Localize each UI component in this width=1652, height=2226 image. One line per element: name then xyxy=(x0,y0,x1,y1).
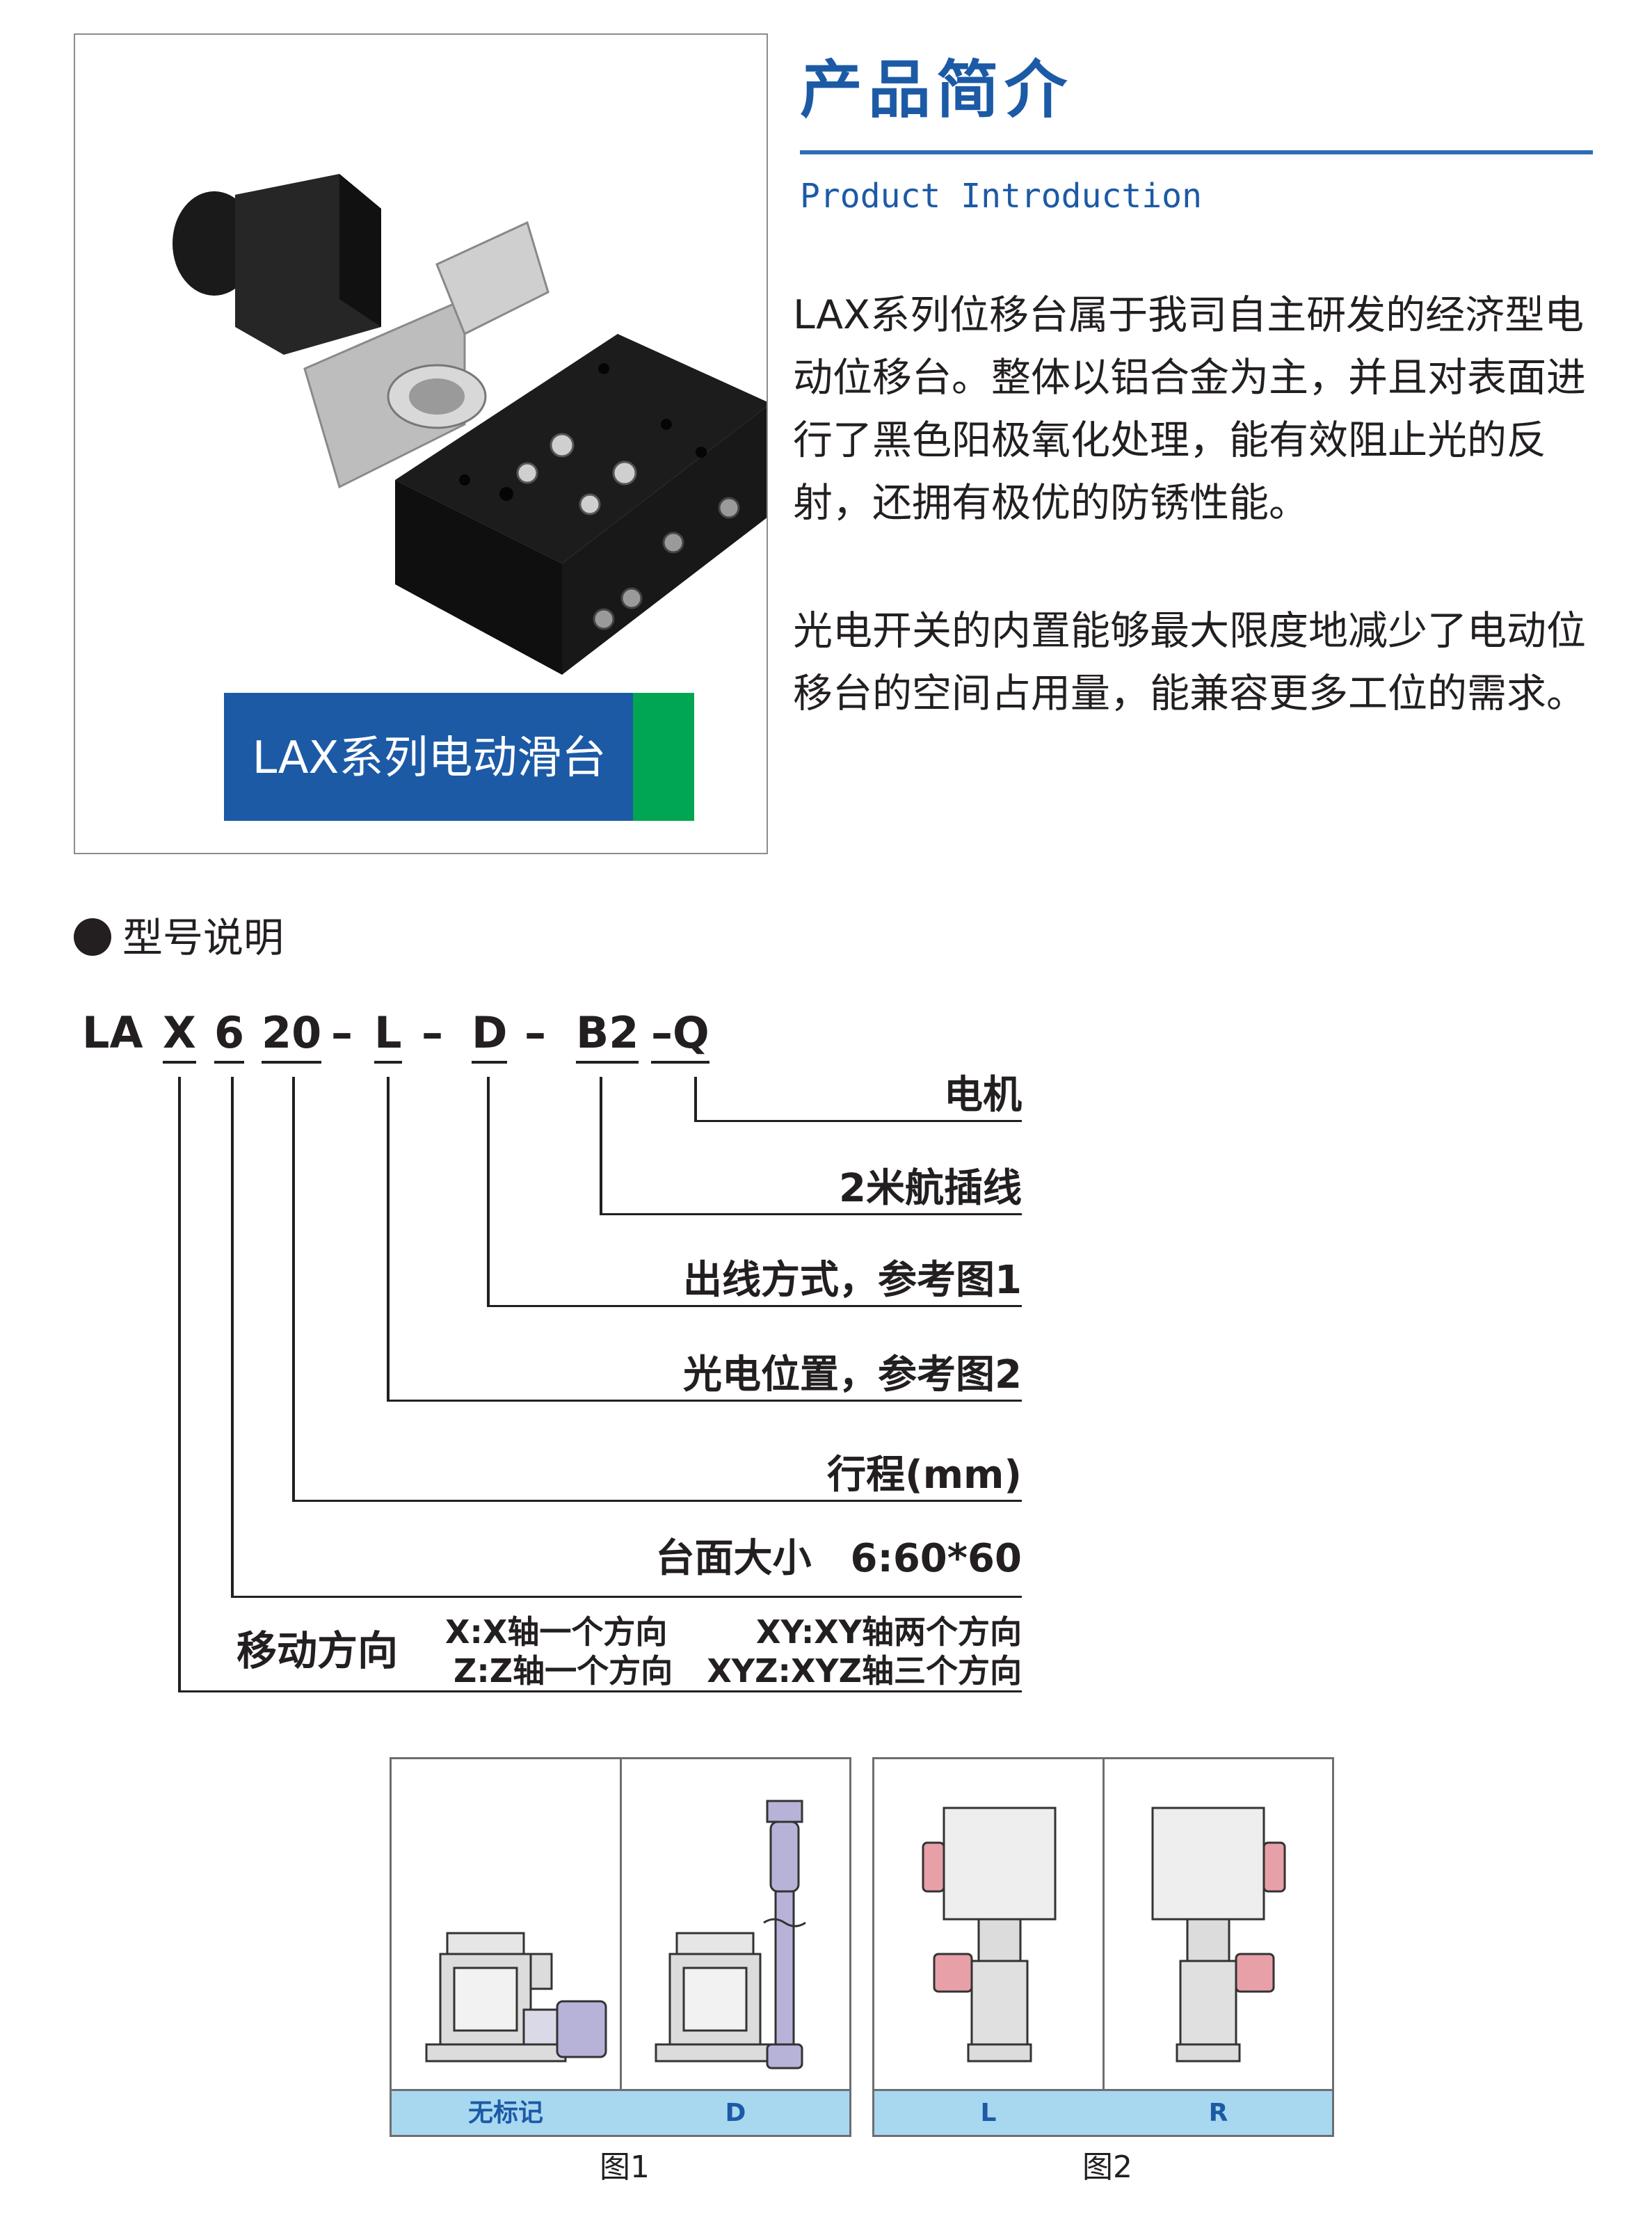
figure-label: L xyxy=(980,2099,997,2127)
tree-line xyxy=(231,1596,1022,1598)
label-direction: 移动方向 xyxy=(236,1627,399,1674)
label-table-size: 台面大小 6:60*60 xyxy=(655,1536,1022,1581)
figure-label: D xyxy=(725,2099,746,2127)
figure-1-caption: 图1 xyxy=(600,2149,650,2185)
code-segment: L xyxy=(374,1005,402,1064)
tree-line xyxy=(387,1400,1022,1402)
tree-line xyxy=(694,1077,697,1121)
code-separator: – xyxy=(331,1007,353,1058)
intro-title: 产品简介 xyxy=(800,54,1073,127)
label-stroke: 行程(mm) xyxy=(827,1452,1022,1498)
code-separator: – xyxy=(422,1007,443,1058)
code-segment: 6 xyxy=(214,1005,245,1064)
label-outlet: 出线方式，参考图1 xyxy=(683,1258,1022,1303)
tree-line xyxy=(292,1500,1022,1502)
intro-subtitle: Product Introduction xyxy=(800,177,1202,216)
label-sensor: 光电位置，参考图2 xyxy=(683,1352,1022,1398)
label-cable: 2米航插线 xyxy=(839,1166,1022,1211)
code-segment: X xyxy=(163,1005,196,1064)
label-motor: 电机 xyxy=(944,1073,1022,1118)
figure-label: 无标记 xyxy=(467,2099,543,2127)
direction-xyz: XYZ:XYZ轴三个方向 xyxy=(707,1652,1022,1690)
tree-line xyxy=(487,1077,490,1306)
tree-line xyxy=(178,1690,1022,1692)
intro-paragraph: 光电开关的内置能够最大限度地减少了电动位移台的空间占用量，能兼容更多工位的需求。 xyxy=(793,608,1586,716)
figure-2: L R xyxy=(872,1757,1334,2137)
intro-divider xyxy=(800,150,1593,154)
tree-line xyxy=(231,1077,234,1597)
intro-paragraph: LAX系列位移台属于我司自主研发的经济型电动位移台。整体以铝合金为主，并且对表面… xyxy=(793,292,1586,526)
code-segment: B2 xyxy=(576,1005,639,1064)
tree-line xyxy=(387,1077,390,1401)
figure-label: R xyxy=(1208,2099,1228,2127)
tree-line xyxy=(600,1213,1022,1215)
product-photo xyxy=(173,174,767,675)
code-segment: D xyxy=(472,1005,508,1064)
direction-x: X:X轴一个方向 xyxy=(445,1613,668,1651)
code-segment: 20 xyxy=(262,1005,322,1064)
code-separator: – xyxy=(524,1007,546,1058)
caption-accent xyxy=(633,693,694,821)
product-caption: LAX系列电动滑台 xyxy=(252,732,607,784)
figure-2-label-bar: L R xyxy=(874,2089,1332,2135)
code-segment: LA xyxy=(82,1007,143,1058)
model-heading: 型号说明 xyxy=(122,914,284,961)
tree-line xyxy=(694,1120,1022,1122)
figure-2-caption: 图2 xyxy=(1082,2149,1132,2185)
tree-line xyxy=(292,1077,295,1501)
outlet-diagram xyxy=(425,1800,806,2069)
figure-1-label-bar: 无标记 D xyxy=(392,2089,849,2135)
sensor-diagram xyxy=(922,1807,1286,2063)
caption-band xyxy=(224,693,634,821)
bullet-icon xyxy=(74,918,111,956)
tree-line xyxy=(178,1077,181,1692)
tree-line xyxy=(600,1077,602,1215)
direction-xy: XY:XY轴两个方向 xyxy=(756,1613,1022,1651)
tree-line xyxy=(487,1305,1022,1307)
figure-1: 无标记 D xyxy=(390,1757,851,2137)
direction-z: Z:Z轴一个方向 xyxy=(454,1652,673,1690)
code-segment: –Q xyxy=(651,1005,709,1064)
